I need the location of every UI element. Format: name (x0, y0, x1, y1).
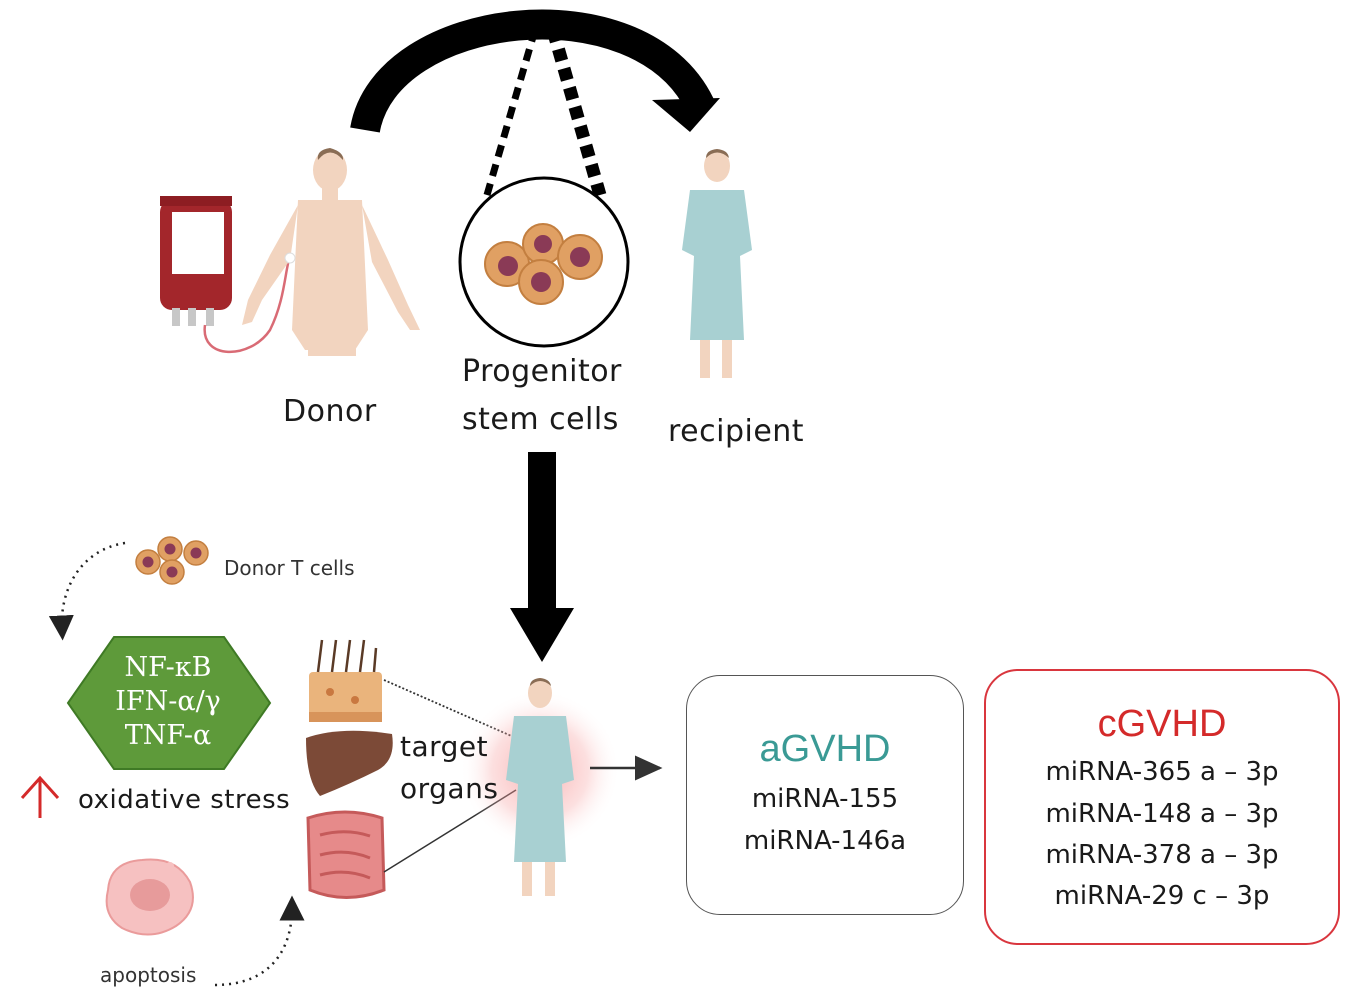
donor-label: Donor (283, 394, 377, 429)
hexagon-line-nfkb: NF-κB (124, 652, 212, 683)
donor-figure-icon (242, 148, 420, 356)
transplant-arrow (350, 9, 720, 134)
down-arrow (510, 452, 574, 662)
cgvhd-mirna-29c: miRNA-29 c – 3p (1054, 881, 1270, 911)
agvhd-box: aGVHD miRNA-155 miRNA-146a (686, 675, 964, 915)
hexagon-line-tnf: TNF-α (124, 720, 212, 751)
dotted-arrow-apoptosis (214, 895, 305, 987)
oxidative-stress-label: oxidative stress (78, 785, 291, 815)
intestine-icon (306, 810, 386, 899)
skin-icon (309, 639, 382, 722)
hexagon-line-ifn: IFN-α/γ (115, 686, 221, 717)
organs-label: organs (400, 772, 499, 805)
liver-icon (306, 730, 393, 796)
agvhd-mirna-155: miRNA-155 (751, 784, 899, 814)
cgvhd-mirna-365a: miRNA-365 a – 3p (1045, 757, 1279, 787)
stem-cell-cluster-icon (458, 176, 630, 348)
blood-bag-icon (160, 196, 292, 354)
target-label: target (400, 730, 489, 763)
increase-arrow-icon (20, 775, 60, 818)
cgvhd-box: cGVHD miRNA-365 a – 3p miRNA-148 a – 3p … (984, 669, 1340, 945)
zoom-dashed-lines (483, 28, 607, 197)
donor-t-cells-icon (135, 536, 209, 585)
cgvhd-mirna-378a: miRNA-378 a – 3p (1045, 840, 1279, 870)
affected-patient-icon (460, 678, 620, 896)
progenitor-label: Progenitor (462, 354, 622, 389)
recipient-label: recipient (668, 414, 805, 449)
apoptosis-label: apoptosis (100, 963, 197, 987)
apoptotic-cell-icon (105, 858, 194, 936)
agvhd-mirna-146a: miRNA-146a (743, 826, 907, 856)
cytokine-hexagon (66, 636, 272, 770)
cgvhd-title: cGVHD (1097, 703, 1227, 745)
cgvhd-mirna-148a: miRNA-148 a – 3p (1045, 799, 1279, 829)
stem-cells-label: stem cells (462, 402, 619, 437)
donor-t-cells-label: Donor T cells (224, 556, 355, 580)
dotted-arrow-tcells (48, 541, 126, 641)
patient-figure-icon (682, 149, 752, 378)
agvhd-title: aGVHD (759, 728, 891, 770)
